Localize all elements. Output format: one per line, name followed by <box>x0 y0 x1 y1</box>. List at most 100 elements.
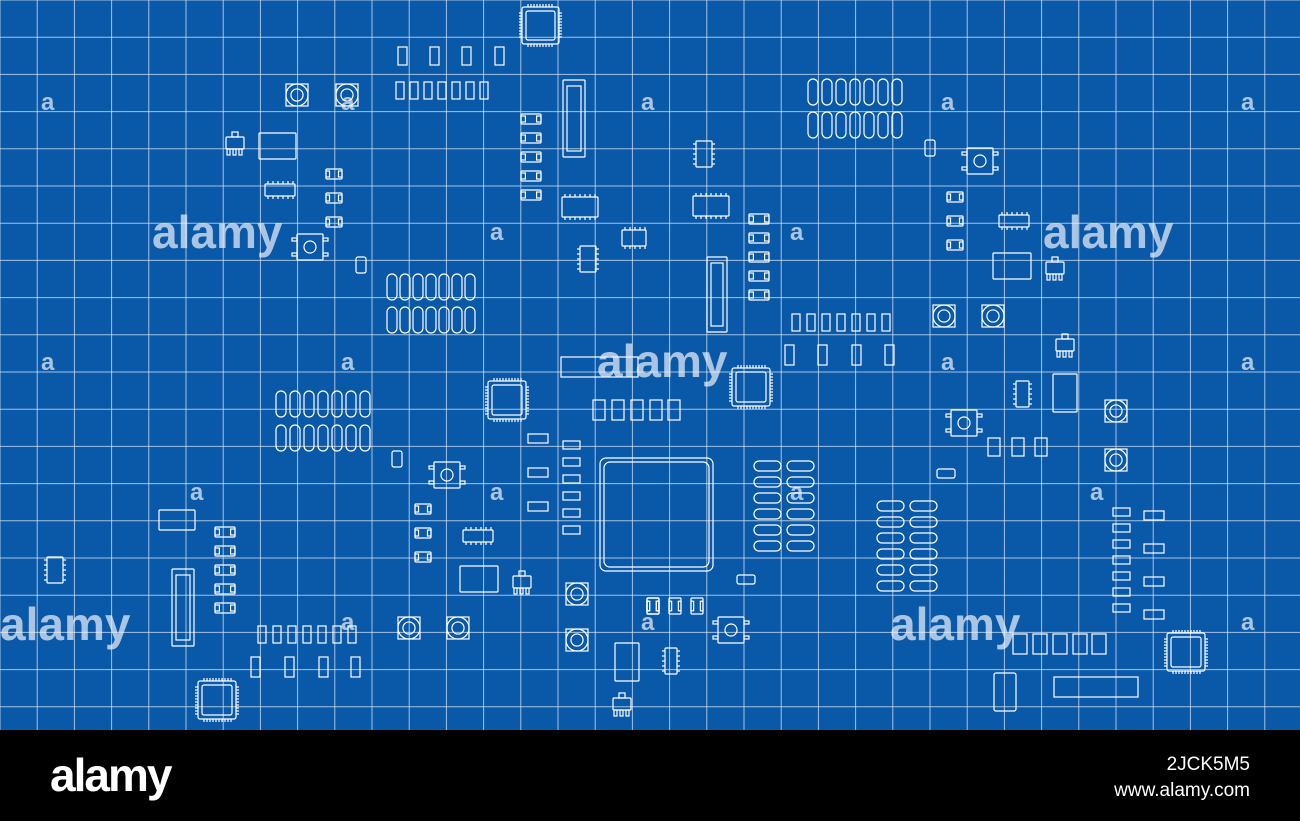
smd-resistor <box>1011 437 1025 457</box>
pad-pill <box>386 306 398 334</box>
smd-cap <box>520 115 527 123</box>
smd-cap <box>655 600 660 612</box>
soic-chip <box>264 183 296 197</box>
tactile-switch <box>950 409 978 437</box>
smd-cap <box>426 553 432 561</box>
smd-cap <box>958 241 964 249</box>
crystal <box>158 509 196 531</box>
pad-pill <box>909 516 938 528</box>
switch-leg <box>743 620 750 625</box>
smd-resistor <box>1143 609 1165 620</box>
footer-bar: alamy 2JCK5M5 www.alamy.com <box>0 730 1300 821</box>
smd-cap <box>668 600 673 612</box>
switch-leg <box>976 413 983 418</box>
diode <box>355 256 367 274</box>
pad-pill <box>451 273 463 301</box>
sot-tab <box>1061 333 1069 340</box>
pad-pill <box>876 548 905 560</box>
capacitor-base <box>565 582 589 606</box>
qfp-chip <box>1166 632 1206 672</box>
smd-cap <box>520 153 527 161</box>
tactile-switch <box>433 461 461 489</box>
smd-pad <box>437 81 447 100</box>
pad-pill <box>303 390 315 418</box>
qfp-chip <box>197 680 237 720</box>
pad-pill <box>331 424 343 452</box>
pad-pill <box>909 532 938 544</box>
smd-cap <box>337 194 343 202</box>
smd-pad <box>562 474 581 484</box>
smd-resistor <box>1032 633 1048 655</box>
watermark: alamy <box>0 598 131 650</box>
pad-pill <box>909 564 938 576</box>
sot-leg <box>625 709 630 717</box>
capacitor-top <box>986 309 1000 323</box>
smd-resistor <box>884 344 895 366</box>
smd-resistor <box>397 46 408 66</box>
brand-logo: alamy <box>50 749 172 801</box>
watermark-small: a <box>341 89 355 116</box>
smd-resistor <box>250 656 261 678</box>
watermark-small: a <box>941 349 955 376</box>
pad-pill <box>909 548 938 560</box>
smd-cap <box>214 566 221 574</box>
tactile-switch <box>966 147 994 175</box>
switch-leg <box>712 620 719 625</box>
watermark: alamy <box>152 206 283 258</box>
smd-cap <box>763 272 770 280</box>
smd-cap <box>763 234 770 242</box>
smd-cap <box>426 505 432 513</box>
pad-pill <box>753 460 782 472</box>
smd-cap <box>214 585 221 593</box>
capacitor-top <box>937 309 951 323</box>
watermark-small: a <box>41 349 55 376</box>
switch-leg <box>428 465 435 470</box>
smd-resistor <box>851 344 862 366</box>
smd-resistor <box>1072 633 1088 655</box>
pad-pill <box>863 78 875 106</box>
smd-cap <box>325 194 331 202</box>
smd-cap <box>748 291 755 299</box>
switch-knob <box>973 154 987 168</box>
pad-pill <box>753 508 782 520</box>
sot-leg <box>1046 273 1051 281</box>
watermark-small: a <box>641 89 655 116</box>
pad-pill <box>359 390 371 418</box>
pin-header <box>706 256 728 333</box>
watermark-small: a <box>641 609 655 636</box>
switch-leg <box>743 635 750 640</box>
capacitor-top <box>402 621 416 635</box>
smd-resistor <box>1143 576 1165 587</box>
smd-cap <box>699 600 704 612</box>
pad-pill <box>835 111 847 139</box>
smd-pad <box>1112 523 1131 533</box>
smd-cap <box>763 215 770 223</box>
pad-pill <box>821 78 833 106</box>
smd-pad <box>332 625 342 644</box>
pad-pill <box>786 508 815 520</box>
pad-pill <box>807 111 819 139</box>
smd-cap <box>946 217 952 225</box>
pad-pill <box>849 78 861 106</box>
smd-cap <box>214 547 221 555</box>
smd-pad <box>409 81 419 100</box>
pad-pill <box>399 273 411 301</box>
smd-pad <box>1112 539 1131 549</box>
smd-cap <box>763 253 770 261</box>
smd-pad <box>1112 555 1131 565</box>
switch-leg <box>712 635 719 640</box>
pad-pill <box>275 390 287 418</box>
pad-pill <box>399 306 411 334</box>
smd-pad <box>821 313 831 332</box>
chip-body <box>735 371 767 403</box>
smd-resistor <box>987 437 1001 457</box>
smd-resistor <box>1143 543 1165 554</box>
pad-pill <box>849 111 861 139</box>
smd-cap <box>520 172 527 180</box>
pad-pill <box>753 540 782 552</box>
soic-chip <box>621 229 647 247</box>
smd-pad <box>562 457 581 467</box>
pad-pill <box>835 78 847 106</box>
switch-knob <box>440 468 454 482</box>
crystal <box>993 672 1017 712</box>
